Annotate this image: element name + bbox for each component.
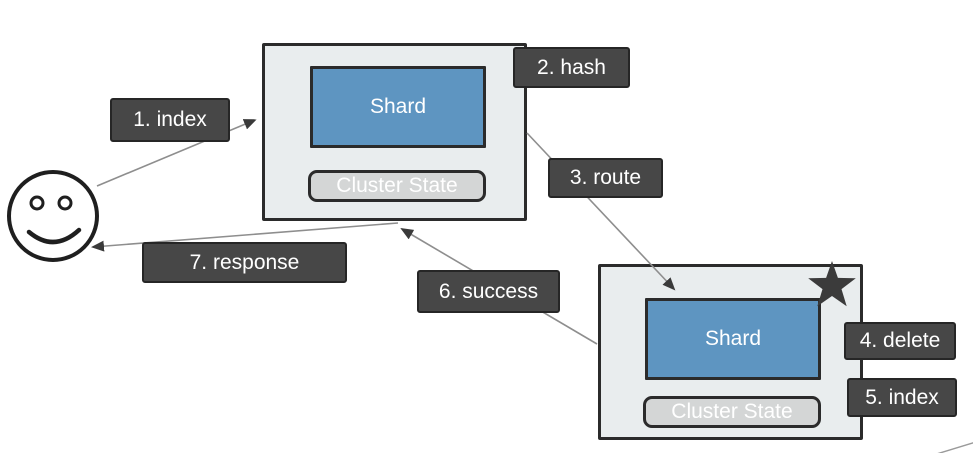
step-label-5-index: 5. index (847, 378, 957, 417)
step-label-4-delete: 4. delete (844, 322, 956, 360)
node-box-primary: Shard Cluster State (598, 264, 863, 440)
smiley-face-icon (7, 170, 99, 262)
cluster-state-box: Cluster State (643, 396, 821, 428)
step-label-3-route: 3. route (548, 158, 663, 198)
step-label-7-response: 7. response (142, 242, 347, 283)
step-label-1-index: 1. index (110, 98, 230, 142)
cluster-state-box: Cluster State (308, 170, 486, 202)
offscreen-connector-line (937, 442, 973, 453)
step-label-2-hash: 2. hash (513, 47, 630, 88)
step-label-6-success: 6. success (417, 270, 560, 313)
node-box-coordinator: Shard Cluster State (262, 43, 527, 221)
shard-box: Shard (310, 66, 486, 148)
shard-box: Shard (645, 298, 821, 380)
